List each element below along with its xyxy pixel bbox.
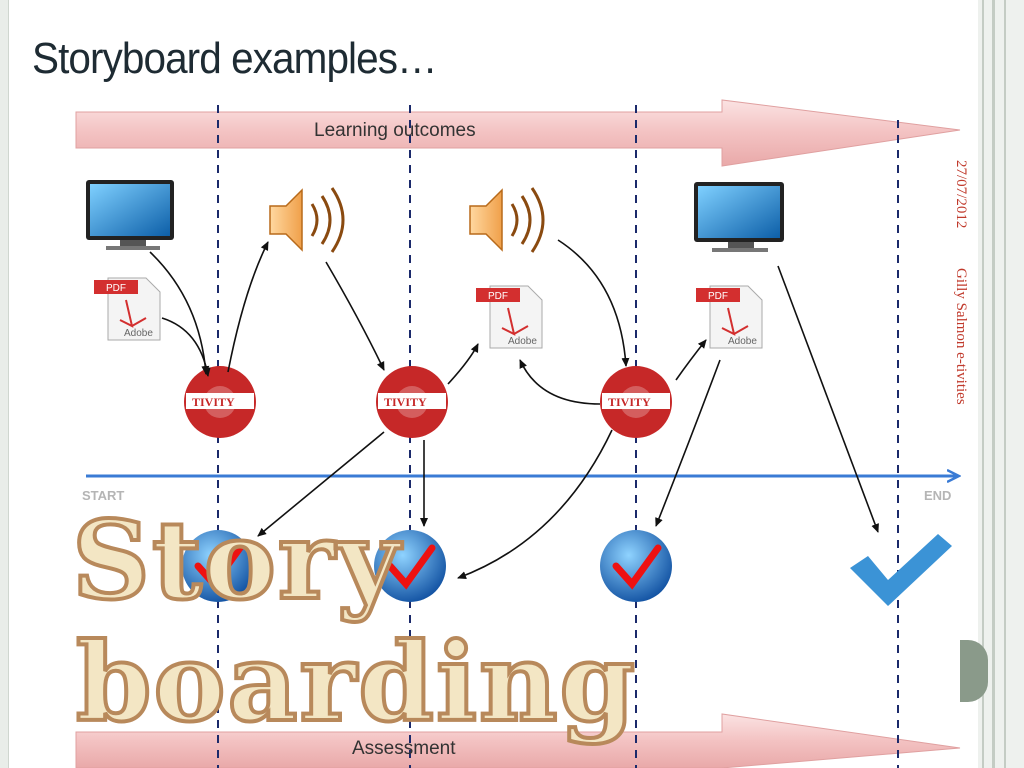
final-check-icon (850, 534, 952, 606)
right-rail (978, 0, 1024, 768)
side-date: 27/07/2012 (953, 160, 969, 229)
storyboarding-overlay-line2: boarding (74, 618, 638, 748)
rail-line (992, 0, 995, 768)
monitor-icon (694, 182, 784, 252)
pdf-document-icon: PDF Adobe (696, 285, 763, 349)
pdf-document-icon: PDF Adobe (94, 277, 161, 341)
etivity-label: TIVITY (608, 395, 651, 409)
rail-line (1004, 0, 1006, 768)
speaker-icon (469, 187, 545, 253)
flow-arrow (161, 317, 211, 377)
pdf-brand: Adobe (124, 328, 153, 339)
pdf-document-icon: PDF Adobe (476, 285, 543, 349)
etivity-icon: TIVITY (600, 366, 672, 438)
etivity-icon: TIVITY (376, 366, 448, 438)
assessment-check-icon (600, 530, 672, 602)
flow-arrow (325, 261, 385, 371)
axis-start-label: START (82, 488, 124, 503)
rail-line (982, 0, 984, 768)
slide-nav-tab[interactable] (960, 640, 988, 702)
monitor-icon (86, 180, 174, 250)
assessment-label: Assessment (352, 738, 456, 759)
slide-title: Storyboard examples… (32, 34, 438, 83)
assessment-check-icon (182, 530, 254, 602)
etivity-icon: TIVITY (184, 366, 256, 438)
flow-arrow (457, 429, 613, 579)
axis-end-label: END (924, 488, 951, 503)
assessment-check-icon (374, 530, 446, 602)
learning-outcomes-label: Learning outcomes (314, 120, 476, 141)
pdf-tag: PDF (488, 291, 508, 302)
flow-arrow (519, 359, 601, 405)
speaker-icon (269, 187, 345, 253)
flow-arrow (655, 359, 721, 527)
storyboarding-overlay-line1: Story (70, 496, 402, 626)
assessment-band (75, 713, 961, 768)
pdf-brand: Adobe (728, 336, 757, 347)
learning-outcomes-band (75, 99, 961, 167)
flow-arrow (227, 241, 269, 373)
etivity-label: TIVITY (192, 395, 235, 409)
flow-arrow (675, 339, 707, 381)
flow-arrow (777, 265, 879, 533)
flow-arrow (557, 239, 630, 367)
flow-arrows (149, 239, 879, 579)
etivity-label: TIVITY (384, 395, 427, 409)
flow-arrow (447, 343, 479, 385)
pdf-tag: PDF (708, 291, 728, 302)
side-author: Gilly Salmon e-tivities (953, 268, 969, 405)
pdf-tag: PDF (106, 283, 126, 294)
flow-arrow (257, 431, 385, 537)
pdf-brand: Adobe (508, 336, 537, 347)
slide-frame (8, 0, 977, 768)
